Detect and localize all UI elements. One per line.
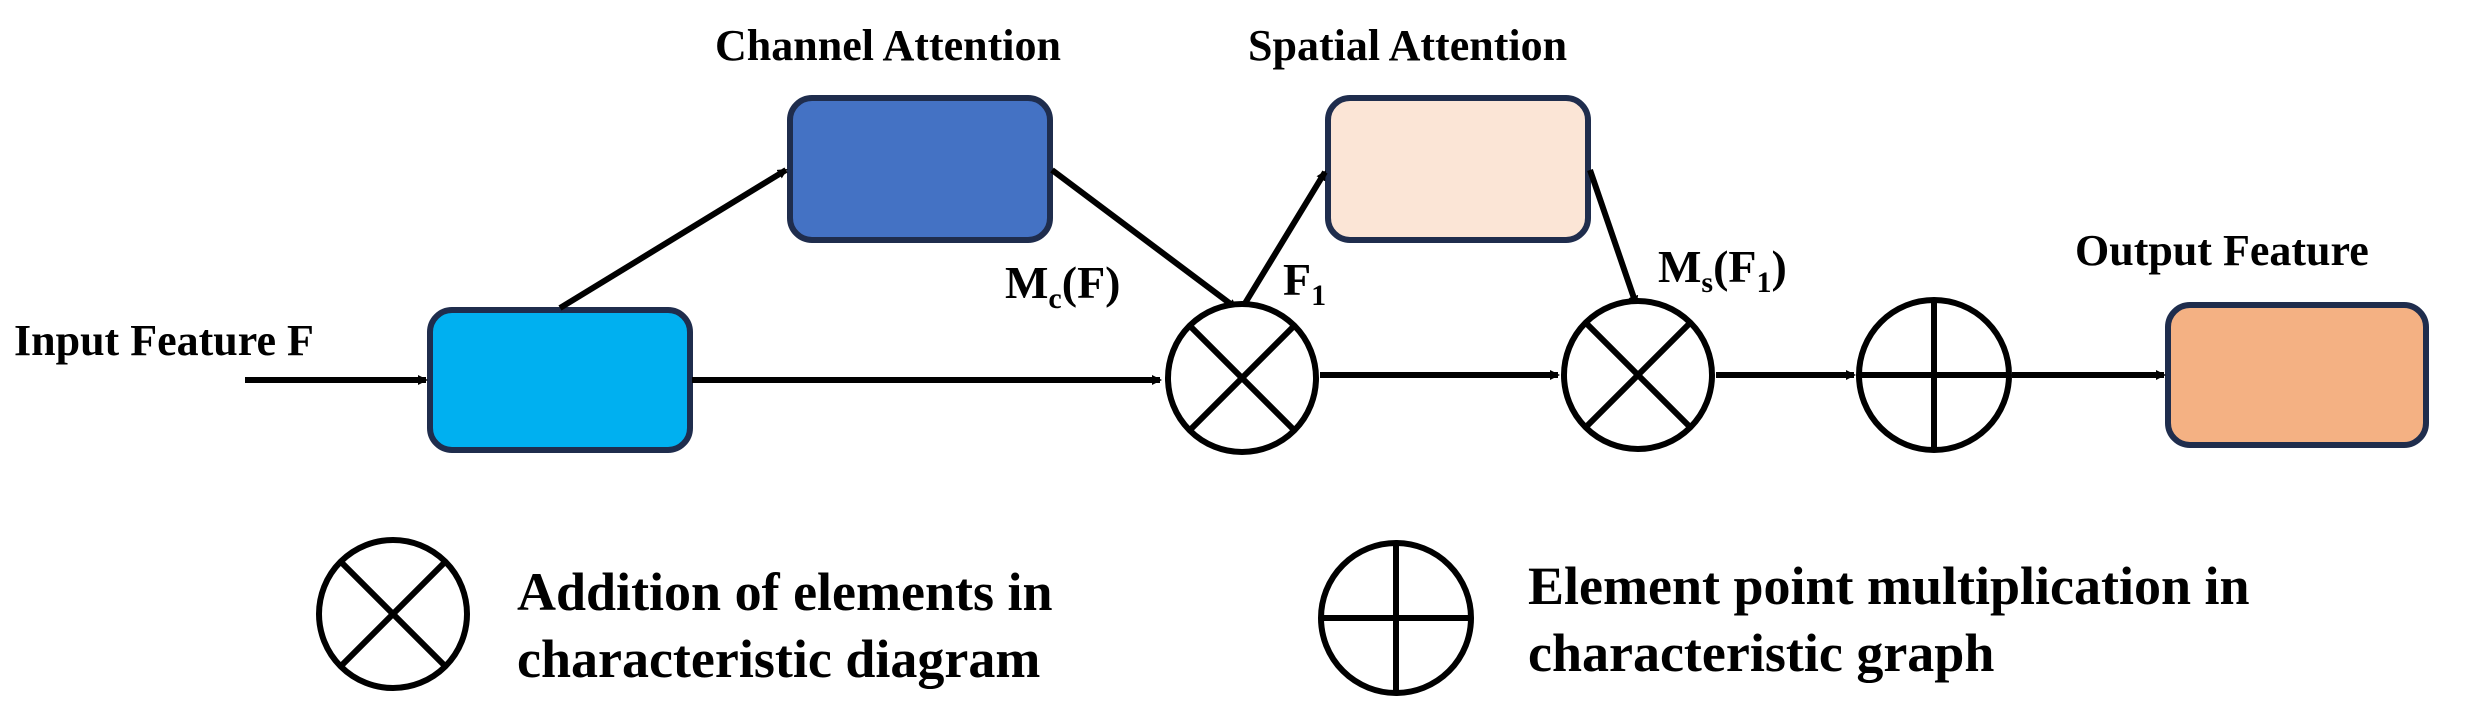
otimes-node-1 xyxy=(1165,301,1319,455)
legend-otimes-text-1: Addition of elements in xyxy=(517,562,1053,622)
f1-label: F1 xyxy=(1283,254,1326,312)
oplus-node xyxy=(1856,297,2012,453)
input-to-channel-arrow xyxy=(558,167,788,311)
spatial-attention-label: Spatial Attention xyxy=(1248,21,1567,70)
mc-f-label: Mc(F) xyxy=(1005,257,1121,315)
channel-to-mult-arrow xyxy=(1050,167,1238,311)
mult-to-spatial-arrow xyxy=(1241,170,1328,307)
channel-attention-box xyxy=(787,95,1053,243)
spatial-attention-box xyxy=(1325,95,1591,243)
legend-oplus-text-1: Element point multiplication in xyxy=(1528,556,2250,616)
ms-f1-label: Ms(F1) xyxy=(1658,241,1787,299)
legend-oplus-text-2: characteristic graph xyxy=(1528,623,1994,683)
output-feature-label: Output Feature xyxy=(2075,226,2369,275)
output-box xyxy=(2165,302,2429,448)
otimes-node-2 xyxy=(1561,298,1715,452)
channel-attention-label: Channel Attention xyxy=(715,21,1061,70)
legend-oplus-icon xyxy=(1318,540,1474,696)
legend-otimes-text-2: characteristic diagram xyxy=(517,629,1040,689)
input-box xyxy=(427,307,693,453)
legend-otimes-icon xyxy=(316,537,470,691)
input-feature-label: Input Feature F xyxy=(14,316,314,365)
spatial-to-mult2-arrow xyxy=(1587,169,1639,306)
